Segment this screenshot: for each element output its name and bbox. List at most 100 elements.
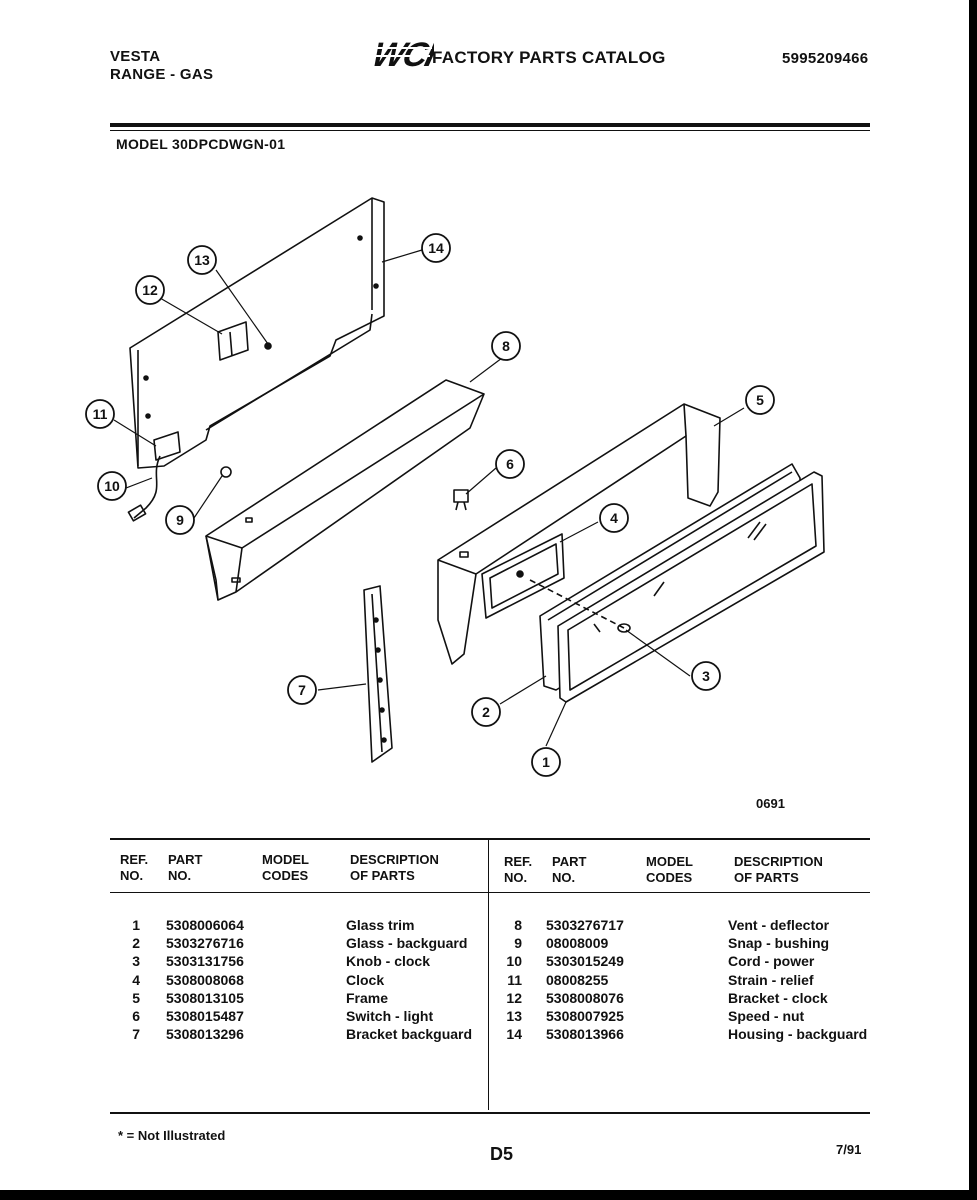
table-cell-part-no: 5308015487	[166, 1008, 244, 1024]
table-cell-part-no: 5308006064	[166, 917, 244, 933]
callout-10: 10	[97, 471, 127, 501]
svg-text:9: 9	[176, 512, 184, 528]
exploded-parts-diagram: 1 2 3 4 5 6 7 8 9 10 11 12 13 14	[85, 197, 825, 777]
callout-14: 14	[421, 233, 451, 263]
product-type: RANGE - GAS	[110, 66, 214, 83]
svg-text:5: 5	[756, 392, 764, 408]
table-cell-ref-no: 7	[132, 1026, 140, 1043]
bracket-backguard-part	[363, 585, 393, 763]
callout-11: 11	[85, 399, 115, 429]
table-cell-description: Knob - clock	[346, 953, 431, 970]
svg-text:14: 14	[428, 240, 444, 256]
housing-backguard-part	[129, 197, 385, 469]
svg-text:6: 6	[506, 456, 514, 472]
svg-text:11: 11	[93, 406, 108, 422]
snap-bushing-part	[220, 466, 232, 478]
switch-light-part	[453, 489, 469, 511]
callout-bubbles: 1 2 3 4 5 6 7 8 9 10 11 12 13 14	[85, 233, 775, 777]
header-ref-no-right: REF. NO.	[504, 854, 533, 885]
parts-table	[110, 838, 870, 1114]
table-cell-description: Housing - backguard	[728, 1026, 868, 1043]
svg-text:2: 2	[482, 704, 490, 720]
callout-12: 12	[135, 275, 165, 305]
svg-text:12: 12	[142, 282, 158, 298]
frame-part	[437, 403, 721, 665]
table-cell-ref-no: 14	[506, 1026, 522, 1043]
table-cell-description: Cord - power	[728, 953, 815, 970]
table-cell-description: Frame	[346, 989, 389, 1006]
revision-date: 7/91	[836, 1142, 862, 1157]
table-cell-description: Vent - deflector	[728, 917, 830, 933]
table-cell-ref-no: 5	[132, 989, 140, 1006]
table-cell-part-no: 08008009	[546, 935, 609, 952]
table-cell-description: Glass - backguard	[346, 935, 468, 952]
table-cell-description: Glass trim	[346, 917, 415, 933]
table-header-rule	[110, 892, 870, 893]
svg-text:10: 10	[104, 478, 120, 494]
svg-text:1: 1	[542, 754, 550, 770]
callout-13: 13	[187, 245, 217, 275]
table-cell-description: Strain - relief	[728, 971, 814, 988]
table-cell-part-no: 5308007925	[546, 1008, 624, 1024]
glass-trim-part	[557, 471, 825, 703]
callout-6: 6	[495, 449, 525, 479]
svg-text:4: 4	[610, 510, 618, 526]
cord-strain-relief-part	[127, 431, 181, 522]
header-model-codes-left: MODEL CODES	[262, 852, 309, 883]
table-cell-part-no: 08008255	[546, 971, 609, 988]
table-cell-description: Bracket backguard	[346, 1026, 473, 1043]
svg-text:8: 8	[502, 338, 510, 354]
bracket-clock-part	[217, 321, 249, 361]
drawing-code: 0691	[756, 796, 785, 811]
knob-clock-part	[593, 623, 631, 633]
table-cell-part-no: 5303131756	[166, 953, 244, 970]
table-cell-part-no: 5308013296	[166, 1026, 244, 1043]
svg-text:3: 3	[702, 668, 710, 684]
table-cell-part-no: 5303276716	[166, 935, 244, 952]
callout-8: 8	[491, 331, 521, 361]
callout-1: 1	[531, 747, 561, 777]
table-cell-ref-no: 4	[132, 971, 140, 988]
table-cell-ref-no: 13	[506, 1008, 522, 1024]
header-model-codes-right: MODEL CODES	[646, 854, 693, 885]
not-illustrated-note: * = Not Illustrated	[118, 1128, 226, 1143]
table-cell-ref-no: 10	[506, 953, 522, 970]
table-cell-description: Speed - nut	[728, 1008, 805, 1024]
svg-text:7: 7	[298, 682, 306, 698]
callout-3: 3	[691, 661, 721, 691]
table-cell-part-no: 5308013966	[546, 1026, 624, 1043]
table-cell-part-no: 5308013105	[166, 989, 244, 1006]
header-rule-thick	[110, 123, 870, 127]
table-cell-part-no: 5303276717	[546, 917, 624, 933]
table-cell-description: Switch - light	[346, 1008, 434, 1024]
brand-name: VESTA	[110, 48, 161, 65]
callout-5: 5	[745, 385, 775, 415]
header-description-right: DESCRIPTION OF PARTS	[734, 854, 823, 885]
table-cell-description: Bracket - clock	[728, 989, 828, 1006]
table-cell-ref-no: 2	[132, 935, 140, 952]
callout-9: 9	[165, 505, 195, 535]
catalog-number: 5995209466	[782, 50, 869, 67]
table-cell-ref-no: 8	[514, 917, 522, 933]
table-cell-description: Clock	[346, 971, 385, 988]
table-cell-description: Snap - bushing	[728, 935, 830, 952]
wci-logo: WCI	[366, 36, 442, 77]
header-ref-no-left: REF. NO.	[120, 852, 149, 883]
header-part-no-right: PART NO.	[552, 854, 587, 885]
header-part-no-left: PART NO.	[168, 852, 203, 883]
callout-2: 2	[471, 697, 501, 727]
table-column-divider	[488, 838, 489, 1110]
table-cell-part-no: 5308008076	[546, 989, 624, 1006]
svg-text:13: 13	[194, 252, 210, 268]
callout-7: 7	[287, 675, 317, 705]
header-rule-thin	[110, 130, 870, 131]
table-cell-part-no: 5308008068	[166, 971, 244, 988]
table-cell-ref-no: 12	[506, 989, 522, 1006]
table-cell-ref-no: 1	[132, 917, 140, 933]
table-cell-ref-no: 9	[514, 935, 522, 952]
model-number: MODEL 30DPCDWGN-01	[116, 136, 286, 152]
page-number: D5	[490, 1144, 514, 1164]
catalog-title: FACTORY PARTS CATALOG	[432, 48, 666, 67]
table-cell-ref-no: 3	[132, 953, 140, 970]
